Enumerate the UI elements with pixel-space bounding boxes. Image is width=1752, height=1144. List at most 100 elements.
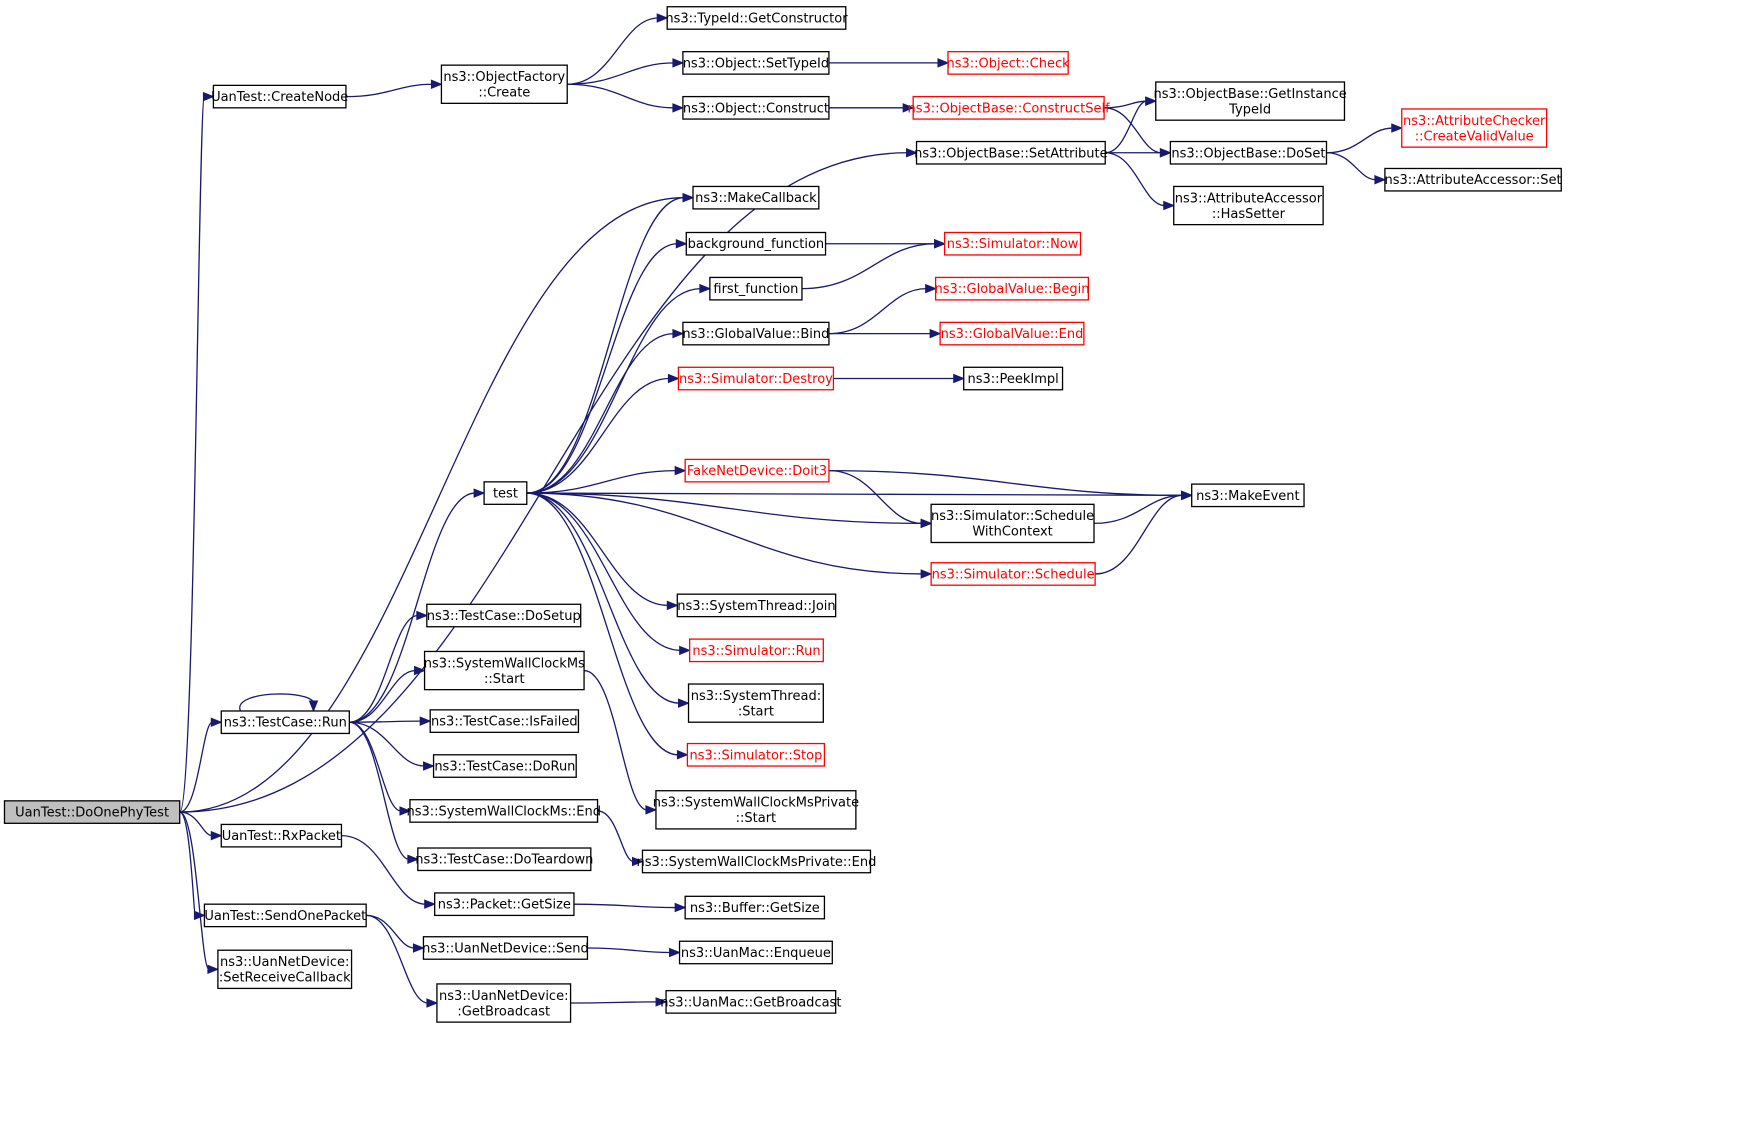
node-ns3-systemwallclockmsprivate-start[interactable]: ns3::SystemWallClockMsPrivate::Start bbox=[653, 790, 859, 830]
node-ns3-peekimpl[interactable]: ns3::PeekImpl bbox=[963, 366, 1064, 391]
node-ns3-typeid-getconstructor[interactable]: ns3::TypeId::GetConstructor bbox=[665, 6, 848, 30]
node-ns3-object-construct[interactable]: ns3::Object::Construct bbox=[682, 95, 830, 120]
node-first-function[interactable]: first_function bbox=[709, 276, 803, 301]
node-label: ns3::ObjectFactory bbox=[443, 70, 565, 85]
node-label: ns3::SystemWallClockMsPrivate::End bbox=[637, 855, 877, 870]
node-box bbox=[682, 51, 830, 75]
node-box bbox=[436, 983, 572, 1023]
node-fakenetdevice-doit3[interactable]: FakeNetDevice::Doit3 bbox=[684, 458, 830, 483]
edge-tcrun-to-doteardown bbox=[349, 721, 420, 864]
node-box bbox=[930, 503, 1095, 544]
node-ns3-packet-getsize[interactable]: ns3::Packet::GetSize bbox=[434, 892, 575, 917]
arrowhead bbox=[655, 997, 668, 1007]
node-ns3-objectfactory-create[interactable]: ns3::ObjectFactory::Create bbox=[440, 64, 568, 104]
node-ns3-systemwallclockms-end[interactable]: ns3::SystemWallClockMs::End bbox=[406, 799, 601, 823]
node-label: ns3::Simulator::Destroy bbox=[679, 372, 833, 387]
node-ns3-systemthread-join[interactable]: ns3::SystemThread::Join bbox=[676, 593, 837, 618]
edge-line bbox=[526, 469, 677, 494]
node-ns3-objectbase-setattribute[interactable]: ns3::ObjectBase::SetAttribute bbox=[914, 140, 1108, 165]
node-ns3-uanmac-enqueue[interactable]: ns3::UanMac::Enqueue bbox=[678, 940, 833, 965]
node-uantest-rxpacket[interactable]: UanTest::RxPacket bbox=[220, 823, 343, 848]
edge-simdestroy-to-peekimpl bbox=[833, 373, 966, 384]
node-background-function[interactable]: background_function bbox=[685, 231, 827, 256]
node-ns3-simulator-stop[interactable]: ns3::Simulator::Stop bbox=[686, 742, 826, 767]
node-ns3-testcase-dosetup[interactable]: ns3::TestCase::DoSetup bbox=[426, 603, 582, 628]
node-uantest-createnode[interactable]: UanTest::CreateNode bbox=[211, 84, 348, 109]
node-ns3-object-check[interactable]: ns3::Object::Check bbox=[947, 51, 1071, 75]
edge-createnode-to-objfactory bbox=[345, 79, 443, 98]
node-label: :Start bbox=[738, 704, 774, 719]
node-uantest-sendonepacket[interactable]: UanTest::SendOnePacket bbox=[203, 903, 367, 928]
edge-line bbox=[526, 332, 674, 494]
arrowhead bbox=[656, 13, 669, 23]
arrowhead bbox=[414, 665, 426, 676]
node-ns3-makeevent[interactable]: ns3::MakeEvent bbox=[1191, 483, 1305, 508]
node-ns3-uanmac-getbroadcast[interactable]: ns3::UanMac::GetBroadcast bbox=[660, 990, 841, 1014]
node-box bbox=[440, 64, 568, 104]
edge-line bbox=[349, 492, 476, 723]
arrowhead bbox=[430, 79, 443, 89]
node-ns3-globalvalue-end[interactable]: ns3::GlobalValue::End bbox=[939, 321, 1085, 346]
node-box bbox=[676, 593, 837, 618]
node-ns3-uannetdevice-setreceivecallback[interactable]: ns3::UanNetDevice::SetReceiveCallback bbox=[217, 949, 353, 990]
node-uantest-doonephytest[interactable]: UanTest::DoOnePhyTest bbox=[3, 800, 181, 824]
node-ns3-objectbase-doset[interactable]: ns3::ObjectBase::DoSet bbox=[1169, 140, 1328, 165]
edge-getbroadcast-to-macgetbroadcast bbox=[570, 997, 668, 1007]
edge-pktgetsize-to-bufgetsize bbox=[573, 902, 687, 913]
node-box bbox=[423, 650, 585, 691]
edge-test-to-makecallback bbox=[526, 192, 695, 494]
arrowhead bbox=[473, 488, 486, 498]
edge-schedule-to-makeevent bbox=[1095, 490, 1194, 575]
node-ns3-systemwallclockmsprivate-end[interactable]: ns3::SystemWallClockMsPrivate::End bbox=[637, 849, 877, 874]
node-ns3-simulator-schedule[interactable]: ns3::Simulator::Schedule bbox=[930, 562, 1096, 586]
node-ns3-globalvalue-begin[interactable]: ns3::GlobalValue::Begin bbox=[935, 276, 1090, 301]
node-ns3-attributeaccessor-set[interactable]: ns3::AttributeAccessor::Set bbox=[1384, 167, 1562, 192]
arrowhead bbox=[308, 700, 319, 713]
node-ns3-testcase-doteardown[interactable]: ns3::TestCase::DoTeardown bbox=[415, 847, 593, 872]
arrowhead bbox=[416, 610, 429, 621]
node-ns3-systemthread-start[interactable]: ns3::SystemThread::Start bbox=[687, 683, 824, 723]
node-ns3-uannetdevice-getbroadcast[interactable]: ns3::UanNetDevice::GetBroadcast bbox=[436, 983, 572, 1023]
node-ns3-makecallback[interactable]: ns3::MakeCallback bbox=[692, 185, 820, 210]
node-test[interactable]: test bbox=[483, 481, 528, 505]
node-label: ns3::Packet::GetSize bbox=[438, 898, 571, 913]
edge-line bbox=[179, 721, 213, 813]
node-ns3-objectbase-constructself[interactable]: ns3::ObjectBase::ConstructSelf bbox=[908, 95, 1111, 120]
edge-line bbox=[349, 721, 410, 860]
node-ns3-simulator-run[interactable]: ns3::Simulator::Run bbox=[688, 638, 824, 663]
node-ns3-globalvalue-bind[interactable]: ns3::GlobalValue::Bind bbox=[682, 321, 830, 346]
node-label: ns3::TestCase::IsFailed bbox=[431, 715, 578, 730]
edge-line bbox=[526, 288, 701, 494]
edge-line bbox=[1104, 100, 1147, 109]
node-ns3-testcase-dorun[interactable]: ns3::TestCase::DoRun bbox=[432, 754, 577, 778]
node-box bbox=[665, 990, 837, 1014]
node-ns3-systemwallclockms-start[interactable]: ns3::SystemWallClockMs::Start bbox=[423, 650, 585, 691]
arrowhead bbox=[674, 902, 687, 913]
node-ns3-buffer-getsize[interactable]: ns3::Buffer::GetSize bbox=[684, 895, 826, 920]
node-ns3-testcase-run[interactable]: ns3::TestCase::Run bbox=[220, 710, 350, 735]
node-ns3-simulator-now[interactable]: ns3::Simulator::Now bbox=[943, 231, 1082, 256]
node-ns3-testcase-isfailed[interactable]: ns3::TestCase::IsFailed bbox=[429, 709, 580, 733]
arrowhead bbox=[672, 103, 685, 113]
node-ns3-attributechecker-createvalidvalue[interactable]: ns3::AttributeChecker::CreateValidValue bbox=[1401, 108, 1548, 148]
arrowhead bbox=[645, 805, 658, 815]
node-label: ns3::SystemWallClockMs::End bbox=[406, 804, 601, 819]
node-label: ns3::Simulator::Stop bbox=[689, 748, 822, 763]
edge-line bbox=[341, 835, 426, 905]
arrowhead bbox=[419, 716, 432, 726]
node-ns3-simulator-destroy[interactable]: ns3::Simulator::Destroy bbox=[677, 366, 835, 391]
node-box bbox=[483, 481, 528, 505]
node-ns3-attributeaccessor-hassetter[interactable]: ns3::AttributeAccessor::HasSetter bbox=[1173, 185, 1324, 226]
node-label: ::Create bbox=[478, 85, 530, 100]
node-ns3-object-settypeid[interactable]: ns3::Object::SetTypeId bbox=[682, 51, 830, 75]
node-ns3-uannetdevice-send[interactable]: ns3::UanNetDevice::Send bbox=[422, 936, 589, 960]
node-label: UanTest::SendOnePacket bbox=[204, 909, 366, 924]
edge-line bbox=[526, 492, 681, 651]
node-label: TypeId bbox=[1228, 102, 1271, 117]
edge-sendonepacket-to-getbroadcast bbox=[366, 914, 439, 1008]
edge-test-to-schedule bbox=[526, 492, 933, 579]
edge-swcend-to-swcpend bbox=[597, 810, 644, 867]
node-label: ns3::ObjectBase::GetInstance bbox=[1153, 87, 1346, 102]
